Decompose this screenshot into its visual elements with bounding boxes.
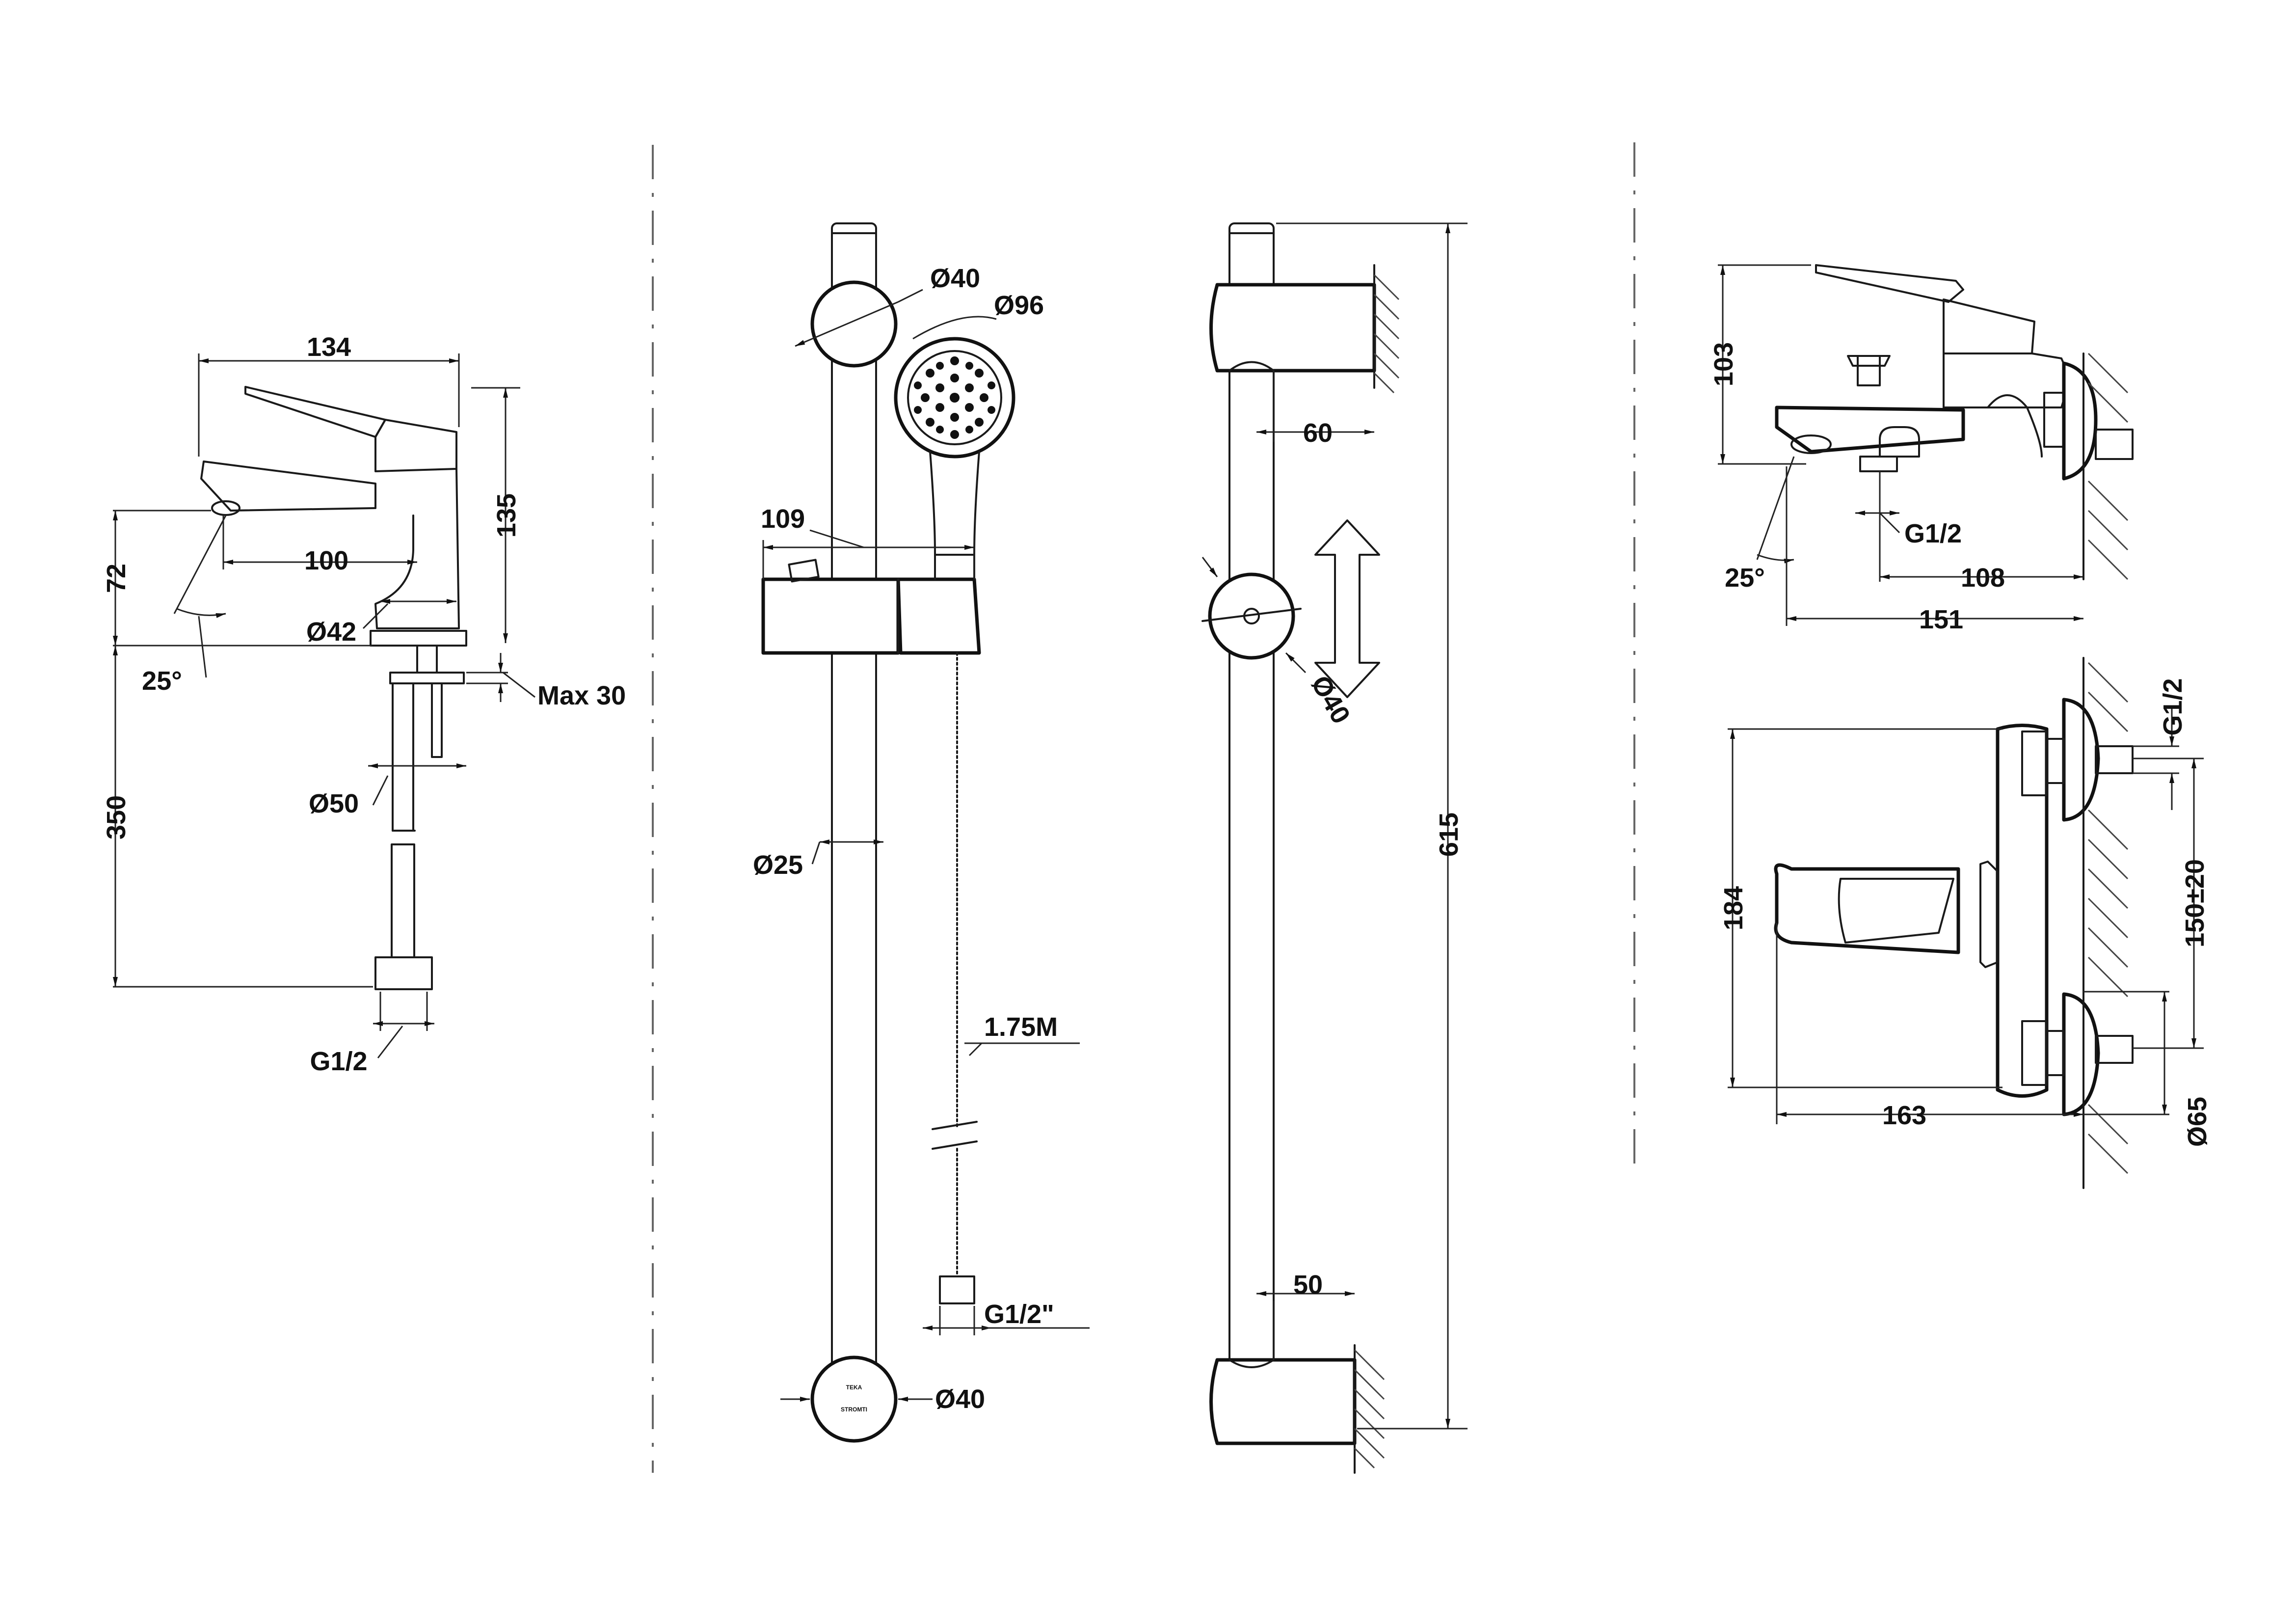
dim-spout-angle: 25° <box>142 666 182 696</box>
basin-body <box>374 468 460 629</box>
dim-handshower: Ø96 <box>994 291 1044 320</box>
bath-front-lever <box>1838 878 1954 944</box>
dim-rail-diameter: Ø25 <box>753 850 803 880</box>
dim-base-diameter: Ø50 <box>309 789 359 818</box>
dim-basin-thread: G1/2 <box>310 1047 367 1076</box>
bath-spout <box>1775 406 1965 454</box>
slide-direction-arrow <box>1314 519 1380 698</box>
basin-lever <box>244 386 386 438</box>
dim-hose-length-front: 1.75M <box>984 1012 1058 1042</box>
bath-escutcheon <box>2062 361 2098 481</box>
logo-line2: STROMTI <box>841 1406 867 1413</box>
dim-side-knob: Ø40 <box>1306 671 1356 729</box>
dim-max-thickness: Max 30 <box>537 681 626 710</box>
bath-wall-hatch-side <box>2087 352 2129 580</box>
dim-bath-front-height: 184 <box>1719 886 1748 930</box>
dim-basin-height: 135 <box>492 493 521 538</box>
dim-bath-total-reach: 151 <box>1919 605 1963 634</box>
dim-bath-centres: 150±20 <box>2180 859 2210 947</box>
dim-body-diameter: Ø42 <box>306 617 356 647</box>
shower-rail-front-drawing: TEKA STROMTI <box>753 222 1090 1443</box>
bath-lever <box>1815 264 1964 303</box>
shower-hose <box>932 652 978 1304</box>
top-knob <box>810 280 898 368</box>
dim-bath-reach: 108 <box>1961 563 2005 593</box>
dim-total-height: 615 <box>1434 812 1464 857</box>
basin-base <box>370 630 467 647</box>
lower-escutcheon <box>2062 992 2100 1116</box>
dim-hose-thread: G1/2" <box>984 1299 1054 1329</box>
bath-mixer-front-drawing: 184 163 G1/2 150±20 Ø65 <box>1719 657 2212 1189</box>
wall-hatch-top <box>1373 274 1400 394</box>
dim-bath-angle: 25° <box>1725 563 1765 593</box>
upper-escutcheon <box>2062 698 2100 822</box>
dim-bottom-projection: 50 <box>1293 1270 1323 1299</box>
dim-bath-height: 103 <box>1709 342 1738 386</box>
dim-top-knob: Ø40 <box>930 264 980 293</box>
slider <box>761 577 900 655</box>
bath-front-body <box>1996 724 2049 1098</box>
bottom-bracket <box>1209 1358 1357 1445</box>
bath-wall-hatch-front <box>2087 662 2129 1174</box>
basin-hose-nut <box>374 956 433 990</box>
basin-mixer-drawing: 134 135 72 100 25° Ø42 Max 30 Ø50 350 <box>102 332 626 1076</box>
dim-top-projection: 60 <box>1303 418 1333 448</box>
shower-rail-side-drawing: 60 Ø40 615 50 <box>1201 222 1468 1474</box>
logo-line1: TEKA <box>846 1384 862 1391</box>
spray-nozzles <box>914 356 995 439</box>
side-knob <box>1208 572 1295 660</box>
bottom-knob <box>810 1355 898 1443</box>
dim-bath-outlet-thread: G1/2 <box>1904 519 1962 548</box>
top-bracket <box>1209 283 1376 373</box>
bath-mixer-side-drawing: 103 25° G1/2 108 151 <box>1709 264 2134 634</box>
dim-bottom-knob: Ø40 <box>935 1384 985 1414</box>
dim-bath-front-width: 163 <box>1882 1101 1926 1130</box>
dim-bath-escutcheon: Ø65 <box>2183 1097 2212 1147</box>
dim-bath-front-thread: G1/2 <box>2158 678 2188 735</box>
dim-hose-length: 350 <box>102 795 131 839</box>
rail-front <box>831 222 877 1422</box>
basin-spout <box>200 460 376 512</box>
dim-basin-width: 134 <box>307 332 351 362</box>
handshower-handle <box>929 451 980 556</box>
dim-spout-height: 72 <box>102 564 131 593</box>
wall-hatch-bottom <box>1354 1349 1385 1469</box>
bath-front-spout <box>1774 863 1960 954</box>
dim-spout-reach: 100 <box>304 546 348 575</box>
bath-outlet <box>1859 456 1898 472</box>
rail-side <box>1228 222 1275 1420</box>
dim-slider-width: 109 <box>761 504 805 534</box>
